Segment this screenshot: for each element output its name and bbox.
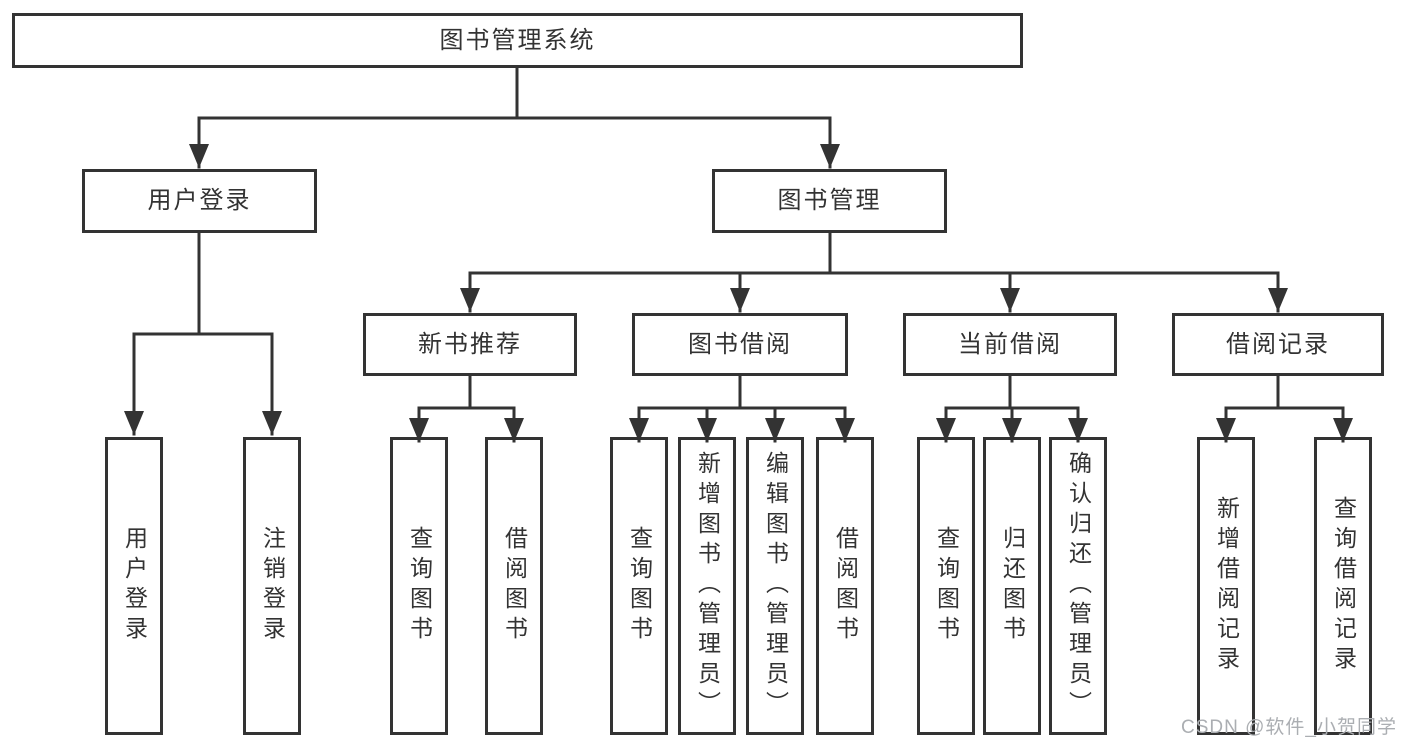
- leaf-query-books-borrow: 查询图书: [610, 437, 668, 735]
- leaf-logout: 注销登录: [243, 437, 301, 735]
- leaf-borrow-books-borrow: 借阅图书: [816, 437, 874, 735]
- watermark: CSDN @软件_小贺同学: [1181, 717, 1397, 738]
- leaf-borrow-books-recommend: 借阅图书: [485, 437, 543, 735]
- node-user-login: 用户登录: [82, 169, 317, 233]
- connector-group: [124, 66, 1353, 443]
- leaf-return-books: 归还图书: [983, 437, 1041, 735]
- node-book-borrowing: 图书借阅: [632, 313, 848, 376]
- leaf-query-books-current: 查询图书: [917, 437, 975, 735]
- node-root-system: 图书管理系统: [12, 13, 1023, 68]
- node-book-management: 图书管理: [712, 169, 947, 233]
- leaf-add-book-admin: 新增图书（管理员）: [678, 437, 736, 735]
- leaf-edit-book-admin: 编辑图书（管理员）: [746, 437, 804, 735]
- node-borrow-records: 借阅记录: [1172, 313, 1384, 376]
- leaf-query-borrow-record: 查询借阅记录: [1314, 437, 1372, 735]
- leaf-confirm-return-admin: 确认归还（管理员）: [1049, 437, 1107, 735]
- node-current-borrowing: 当前借阅: [903, 313, 1117, 376]
- leaf-user-login: 用户登录: [105, 437, 163, 735]
- node-new-book-recommend: 新书推荐: [363, 313, 577, 376]
- leaf-query-books-recommend: 查询图书: [390, 437, 448, 735]
- leaf-add-borrow-record: 新增借阅记录: [1197, 437, 1255, 735]
